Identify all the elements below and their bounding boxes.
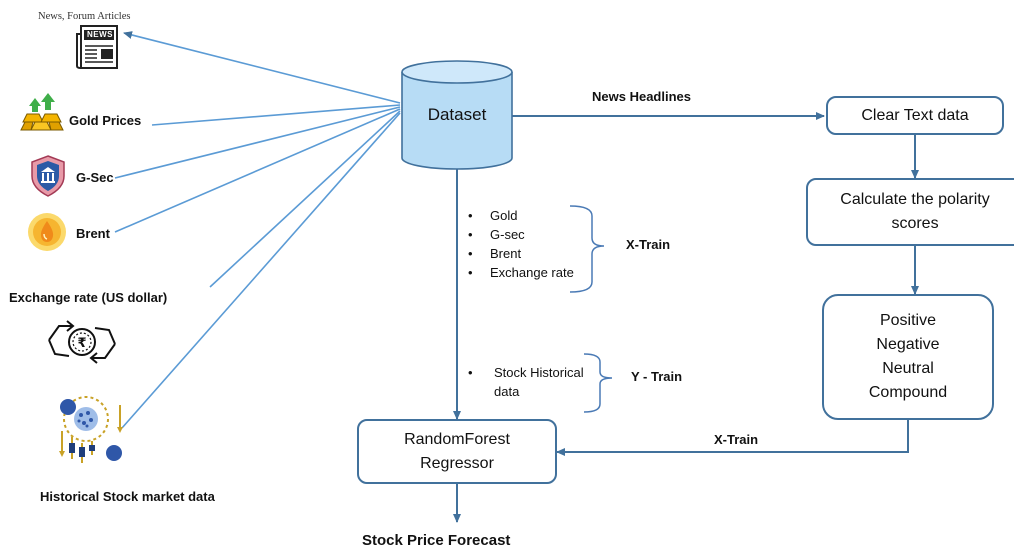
- target-line-1: Stock Historical: [494, 365, 584, 380]
- government-shield-icon: [28, 154, 68, 198]
- clear-text-label: Clear Text data: [861, 106, 969, 124]
- g-sec-label: G-Sec: [76, 170, 114, 185]
- historical-stock-label: Historical Stock market data: [40, 489, 215, 504]
- arrow-scores-to-model: [556, 420, 909, 456]
- line-gsec: [114, 106, 401, 179]
- score-neutral: Neutral: [882, 360, 934, 377]
- target-line-2: data: [494, 384, 520, 399]
- x-train-sentiment-label: X-Train: [714, 432, 759, 447]
- oil-drop-icon: [26, 211, 68, 253]
- x-train-features-label: X-Train: [626, 237, 671, 252]
- line-exchange: [209, 110, 401, 288]
- dataset-label: Dataset: [427, 105, 487, 124]
- line-brent: [114, 108, 401, 233]
- y-train-label: Y - Train: [631, 369, 683, 384]
- newspaper-icon-text: NEWS: [87, 30, 113, 39]
- rupee-exchange-icon: ₹: [45, 318, 119, 366]
- target-list: •Stock Historical data: [468, 365, 584, 399]
- line-historical: [121, 112, 401, 429]
- feature-item: Exchange rate: [468, 263, 574, 282]
- score-negative: Negative: [876, 336, 940, 353]
- feature-item: Brent: [468, 244, 574, 263]
- svg-text:₹: ₹: [77, 336, 86, 351]
- brace-x-train: [569, 205, 605, 293]
- feature-item: Gold: [468, 206, 574, 225]
- gold-prices-label: Gold Prices: [69, 113, 142, 128]
- feature-item: G-sec: [468, 225, 574, 244]
- clear-text-box: Clear Text data: [826, 96, 1004, 135]
- score-compound: Compound: [868, 384, 948, 401]
- polarity-box: Calculate the polarity scores: [806, 178, 1014, 246]
- stock-market-data-icon: [54, 393, 128, 469]
- feature-list: Gold G-sec Brent Exchange rate: [468, 206, 574, 282]
- brent-label: Brent: [76, 226, 110, 241]
- gold-bars-icon: [19, 88, 65, 132]
- sentiment-scores-box: Positive Negative Neutral Compound: [822, 294, 994, 420]
- polarity-label: Calculate the polarity scores: [840, 191, 990, 232]
- news-headlines-label: News Headlines: [592, 89, 691, 104]
- random-forest-label: RandomForest Regressor: [404, 430, 510, 472]
- dataset-cylinder: [401, 60, 513, 170]
- score-positive: Positive: [879, 312, 937, 329]
- stock-price-forecast-label: Stock Price Forecast: [362, 532, 511, 549]
- line-gold: [151, 104, 401, 126]
- newspaper-icon: [75, 24, 119, 70]
- brace-y-train: [583, 353, 613, 413]
- news-source-label: News, Forum Articles: [38, 11, 131, 22]
- exchange-rate-label: Exchange rate (US dollar): [9, 290, 168, 305]
- random-forest-box: RandomForest Regressor: [357, 419, 557, 484]
- line-news: [123, 31, 401, 104]
